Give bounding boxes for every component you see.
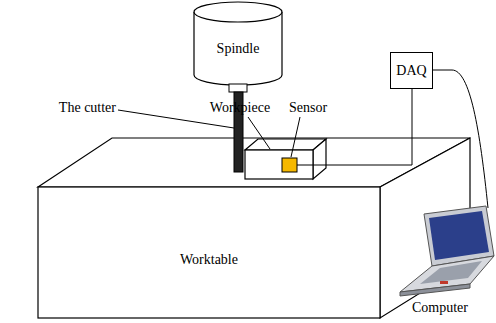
- part-label: The cutter: [59, 100, 116, 115]
- node-label: Worktable: [180, 252, 238, 267]
- worktable-node: Worktable: [40, 230, 378, 290]
- part-label: Computer: [412, 300, 468, 315]
- data-cable: [433, 70, 488, 208]
- sensor-square: [282, 158, 297, 172]
- node-label: Spindle: [217, 41, 260, 56]
- leader-line: [291, 117, 300, 157]
- part-label: Sensor: [289, 100, 327, 115]
- node-label: DAQ: [396, 63, 426, 78]
- spindle-cylinder: [194, 2, 282, 85]
- part-label: Workpiece: [210, 100, 270, 115]
- workpiece-block: [245, 139, 326, 179]
- spindle-node: Spindle: [196, 24, 280, 74]
- daq-box: DAQ: [390, 52, 433, 89]
- leader-line: [248, 117, 270, 149]
- tool-holder: [229, 84, 247, 92]
- laptop-icon: [400, 206, 494, 296]
